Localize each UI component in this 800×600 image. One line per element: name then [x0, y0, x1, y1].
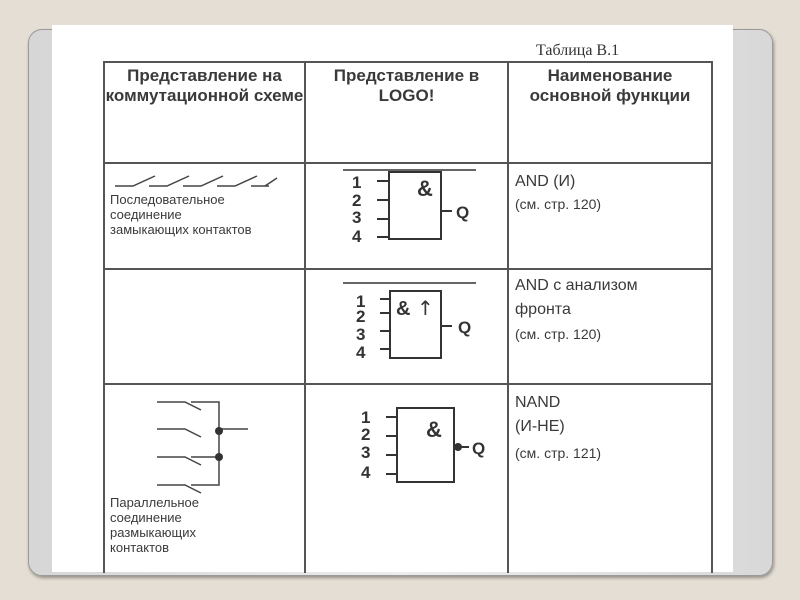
svg-text:↑: ↑ — [417, 296, 434, 320]
function-cell: NAND (И-НЕ) (см. стр. 121) — [507, 383, 713, 573]
scheme-cell — [103, 268, 306, 385]
function-name: NAND (И-НЕ) — [515, 394, 565, 435]
scheme-cell: Последовательное соединение замыкающих к… — [103, 162, 306, 270]
svg-text:&: & — [426, 417, 442, 442]
svg-text:1: 1 — [352, 173, 361, 192]
scheme-description: Параллельное соединение размыкающих конт… — [110, 495, 200, 555]
svg-text:Q: Q — [472, 439, 485, 458]
table-row: Последовательное соединение замыкающих к… — [103, 162, 713, 270]
header-row: Представление на коммутационной схеме Пр… — [103, 61, 713, 164]
header-function: Наименование основной функции — [507, 61, 713, 164]
scheme-description: Последовательное соединение замыкающих к… — [110, 192, 252, 237]
logic-functions-table: Представление на коммутационной схеме Пр… — [103, 61, 713, 573]
function-name: AND с анализом фронта — [515, 277, 638, 318]
svg-text:Q: Q — [456, 203, 469, 222]
svg-text:&: & — [396, 298, 410, 320]
series-contacts-icon — [115, 175, 278, 187]
svg-text:2: 2 — [356, 307, 365, 326]
function-cell: AND (И) (см. стр. 120) — [507, 162, 713, 270]
function-name: AND (И) — [515, 173, 576, 190]
svg-text:3: 3 — [352, 208, 361, 227]
svg-text:4: 4 — [356, 343, 366, 362]
svg-text:3: 3 — [361, 443, 370, 462]
table-caption: Таблица В.1 — [536, 42, 620, 59]
svg-text:1: 1 — [361, 408, 370, 427]
scheme-cell: Параллельное соединение размыкающих конт… — [103, 383, 306, 573]
svg-text:2: 2 — [352, 191, 361, 210]
svg-text:4: 4 — [352, 227, 362, 246]
table-row: Параллельное соединение размыкающих конт… — [103, 383, 713, 573]
function-cell: AND с анализом фронта (см. стр. 120) — [507, 268, 713, 385]
header-logo: Представление в LOGO! — [304, 61, 509, 164]
svg-text:1: 1 — [356, 292, 365, 311]
page-reference: (см. стр. 120) — [515, 326, 602, 342]
svg-text:&: & — [417, 176, 433, 201]
svg-text:3: 3 — [356, 325, 365, 344]
svg-text:Q: Q — [458, 318, 471, 337]
page-reference: (см. стр. 120) — [515, 196, 602, 212]
svg-text:4: 4 — [361, 463, 371, 482]
page-reference: (см. стр. 121) — [515, 445, 602, 461]
header-scheme: Представление на коммутационной схеме — [103, 61, 306, 164]
svg-text:2: 2 — [361, 425, 370, 444]
parallel-contacts-icon — [157, 401, 248, 494]
